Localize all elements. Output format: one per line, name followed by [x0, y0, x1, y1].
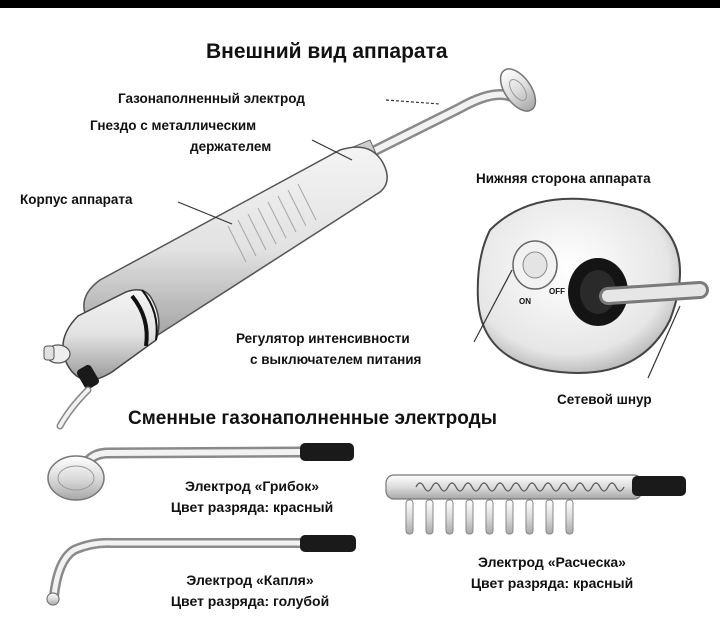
label-regulator-line2: с выключателем питания — [250, 352, 422, 367]
page-title: Внешний вид аппарата — [206, 40, 448, 63]
label-bottom-side: Нижняя сторона аппарата — [476, 171, 651, 186]
label-socket-line1: Гнездо с металлическим — [90, 118, 257, 133]
top-border — [0, 0, 720, 8]
comb-electrode — [385, 474, 686, 535]
caption-mushroom-color: Цвет разряда: красный — [170, 499, 334, 515]
section-title: Сменные газонаполненные электроды — [128, 408, 497, 429]
label-regulator-line1: Регулятор интенсивности — [236, 331, 410, 346]
label-switch-off: OFF — [549, 287, 565, 296]
caption-comb-name: Электрод «Расческа» — [478, 554, 626, 570]
caption-drop: Электрод «Капля» Цвет разряда: голубой — [130, 570, 370, 612]
main-electrode — [354, 68, 537, 164]
caption-drop-name: Электрод «Капля» — [186, 572, 314, 588]
caption-comb-color: Цвет разряда: красный — [470, 575, 634, 591]
caption-mushroom-name: Электрод «Грибок» — [184, 478, 319, 494]
bottom-side-view — [476, 197, 709, 374]
caption-mushroom: Электрод «Грибок» Цвет разряда: красный — [132, 476, 372, 518]
caption-drop-color: Цвет разряда: голубой — [170, 593, 330, 609]
label-switch-on: ON — [519, 297, 531, 306]
label-electrode: Газонаполненный электрод — [118, 91, 305, 106]
mushroom-electrode — [47, 443, 354, 501]
label-body: Корпус аппарата — [20, 192, 133, 207]
label-cord: Сетевой шнур — [557, 392, 652, 407]
caption-comb: Электрод «Расческа» Цвет разряда: красны… — [432, 552, 672, 594]
drop-electrode — [46, 535, 356, 606]
leader-lines — [177, 99, 681, 379]
label-socket-line2: держателем — [190, 139, 272, 154]
device-body — [43, 146, 388, 430]
